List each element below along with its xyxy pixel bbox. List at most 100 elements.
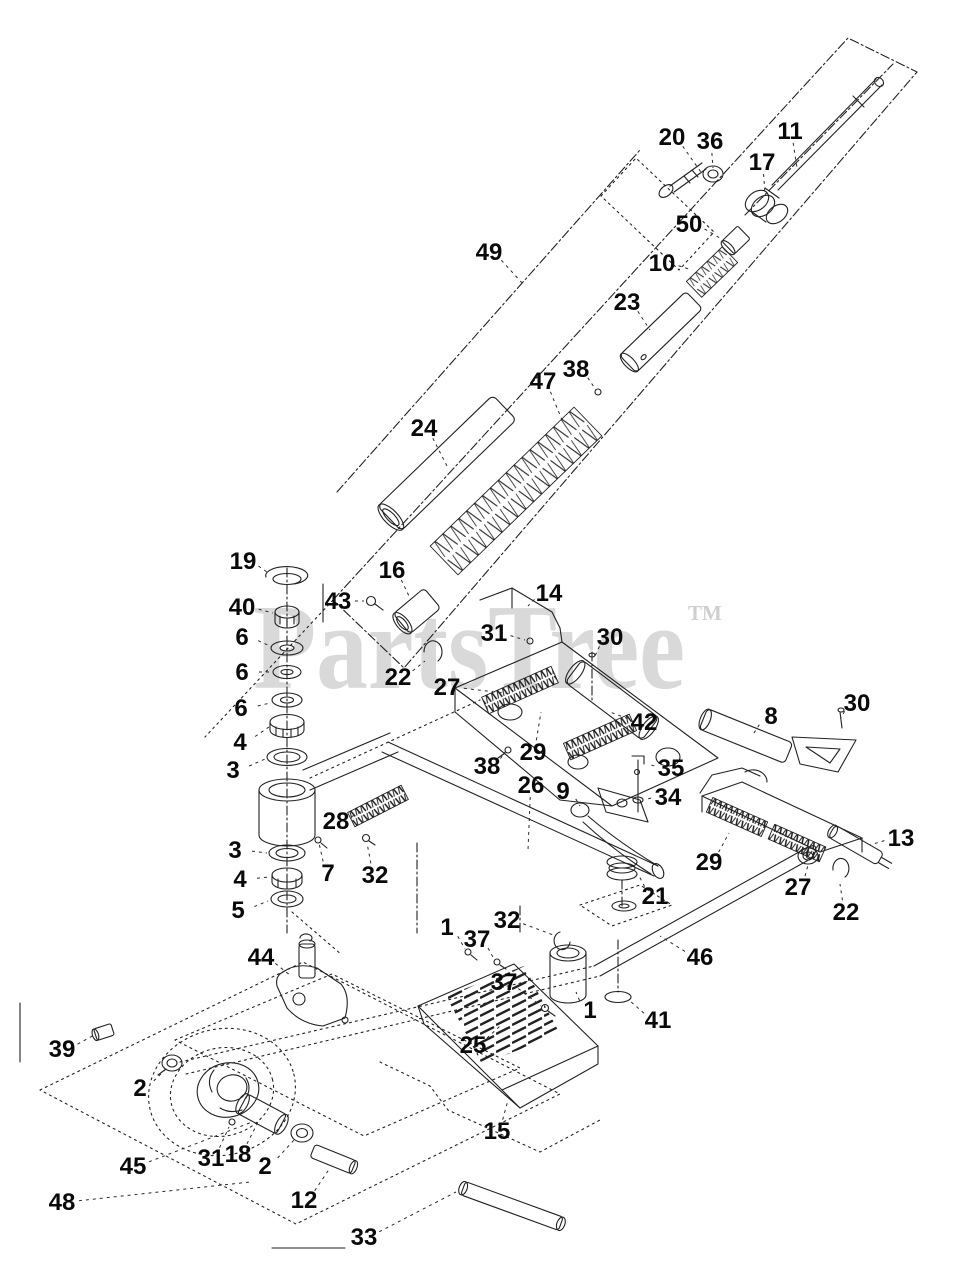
leader-line-12 xyxy=(314,1167,331,1191)
leader-line-38 xyxy=(587,377,597,391)
part-label-3: 3 xyxy=(228,837,241,864)
leader-line-13 xyxy=(869,840,885,846)
axle-part-12 xyxy=(310,1144,359,1175)
leader-lines-layer xyxy=(77,142,885,1233)
part-label-44: 44 xyxy=(248,944,275,971)
part-label-39: 39 xyxy=(49,1036,76,1063)
pivot-tube-part-16 xyxy=(392,589,440,635)
leader-line-17 xyxy=(763,173,766,195)
leader-line-42 xyxy=(609,711,628,720)
part-label-20: 20 xyxy=(659,124,686,151)
part-label-11: 11 xyxy=(777,118,802,145)
clip-part-32b xyxy=(519,905,571,951)
part-label-31: 31 xyxy=(198,1145,225,1172)
tread-plate-part-25 xyxy=(446,966,560,1064)
part-label-2: 2 xyxy=(133,1075,146,1102)
part-label-6: 6 xyxy=(234,695,247,722)
seal-part-5 xyxy=(270,890,304,908)
deck-outline-part-48 xyxy=(39,961,561,1225)
leader-line-2 xyxy=(277,1139,295,1159)
part-label-31: 31 xyxy=(481,620,508,647)
leader-line-24 xyxy=(432,438,448,467)
part-label-47: 47 xyxy=(530,368,557,395)
screw-part-38b xyxy=(504,746,512,754)
leader-line-27 xyxy=(804,864,809,877)
bolt-part-43 xyxy=(322,583,384,623)
bolt-part-7 xyxy=(314,836,328,849)
part-label-45: 45 xyxy=(120,1153,147,1180)
watermark-text: PartsTree xyxy=(253,580,685,715)
washer-part-6b xyxy=(272,664,302,680)
leader-line-32 xyxy=(366,842,372,864)
spring-part-10 xyxy=(685,246,739,298)
part-label-16: 16 xyxy=(379,557,406,584)
leader-line-27 xyxy=(463,687,513,695)
leader-line-4 xyxy=(254,726,270,737)
part-label-49: 49 xyxy=(476,239,503,266)
leader-line-44 xyxy=(275,963,292,977)
part-label-12: 12 xyxy=(291,1187,318,1214)
bolt-part-39 xyxy=(91,1023,115,1042)
leader-line-1 xyxy=(575,991,581,1001)
part-label-32: 32 xyxy=(362,862,389,889)
part-label-1: 1 xyxy=(583,997,596,1024)
watermark-tm: TM xyxy=(688,601,722,625)
nut-part-2a xyxy=(157,1054,183,1076)
handle-assembly-outline xyxy=(204,37,918,738)
leader-line-32 xyxy=(522,923,557,937)
part-label-3: 3 xyxy=(226,757,239,784)
leader-line-30 xyxy=(594,646,600,657)
spring-part-28 xyxy=(347,784,409,828)
part-label-17: 17 xyxy=(749,149,776,176)
latch-spring-29b xyxy=(705,797,769,837)
screw-part-31b xyxy=(228,1118,236,1126)
part-label-13: 13 xyxy=(888,825,915,852)
leader-line-47 xyxy=(549,391,563,421)
leader-line-14 xyxy=(527,598,535,607)
part-label-15: 15 xyxy=(484,1118,511,1145)
part-label-19: 19 xyxy=(230,548,257,575)
leader-line-9 xyxy=(575,798,581,807)
latch-assembly xyxy=(699,767,863,865)
part-label-38: 38 xyxy=(474,753,501,780)
leader-line-37 xyxy=(487,947,495,960)
leader-line-20 xyxy=(682,146,704,176)
leader-line-5 xyxy=(254,900,269,908)
leader-line-45 xyxy=(148,1121,253,1163)
leader-line-33 xyxy=(379,1191,457,1233)
locknut-part-40 xyxy=(274,605,300,629)
bolt-part-33 xyxy=(458,1180,566,1232)
part-label-28: 28 xyxy=(323,808,350,835)
spacer-part-1b xyxy=(549,944,587,1004)
part-label-48: 48 xyxy=(49,1189,76,1216)
part-label-5: 5 xyxy=(231,897,244,924)
part-label-23: 23 xyxy=(614,289,641,316)
washer-part-36 xyxy=(702,165,724,183)
leader-line-38 xyxy=(500,751,506,759)
leader-line-21 xyxy=(637,873,646,887)
leader-line-28 xyxy=(351,809,365,818)
clamp-part-17 xyxy=(744,187,789,225)
tube-part-8 xyxy=(698,708,793,763)
clip-part-22b xyxy=(832,857,850,878)
arm-part-9 xyxy=(570,787,659,875)
part-label-29: 29 xyxy=(520,739,547,766)
part-label-18: 18 xyxy=(225,1141,252,1168)
part-label-37: 37 xyxy=(491,969,518,996)
leader-line-26 xyxy=(527,796,531,851)
latch-spring-29c xyxy=(767,823,827,863)
leader-line-34 xyxy=(646,797,652,800)
carriage-assembly xyxy=(454,587,719,807)
leader-line-6 xyxy=(257,702,271,707)
part-label-7: 7 xyxy=(321,860,334,887)
washer-part-41 xyxy=(604,990,632,1004)
part-label-6: 6 xyxy=(235,624,248,651)
leader-line-1 xyxy=(457,936,466,950)
leader-line-8 xyxy=(751,724,760,737)
leader-line-48 xyxy=(78,1181,251,1202)
leader-line-7 xyxy=(318,842,324,862)
part-label-30: 30 xyxy=(844,690,871,717)
part-label-25: 25 xyxy=(460,1032,487,1059)
bolt-part-37a xyxy=(493,958,507,970)
